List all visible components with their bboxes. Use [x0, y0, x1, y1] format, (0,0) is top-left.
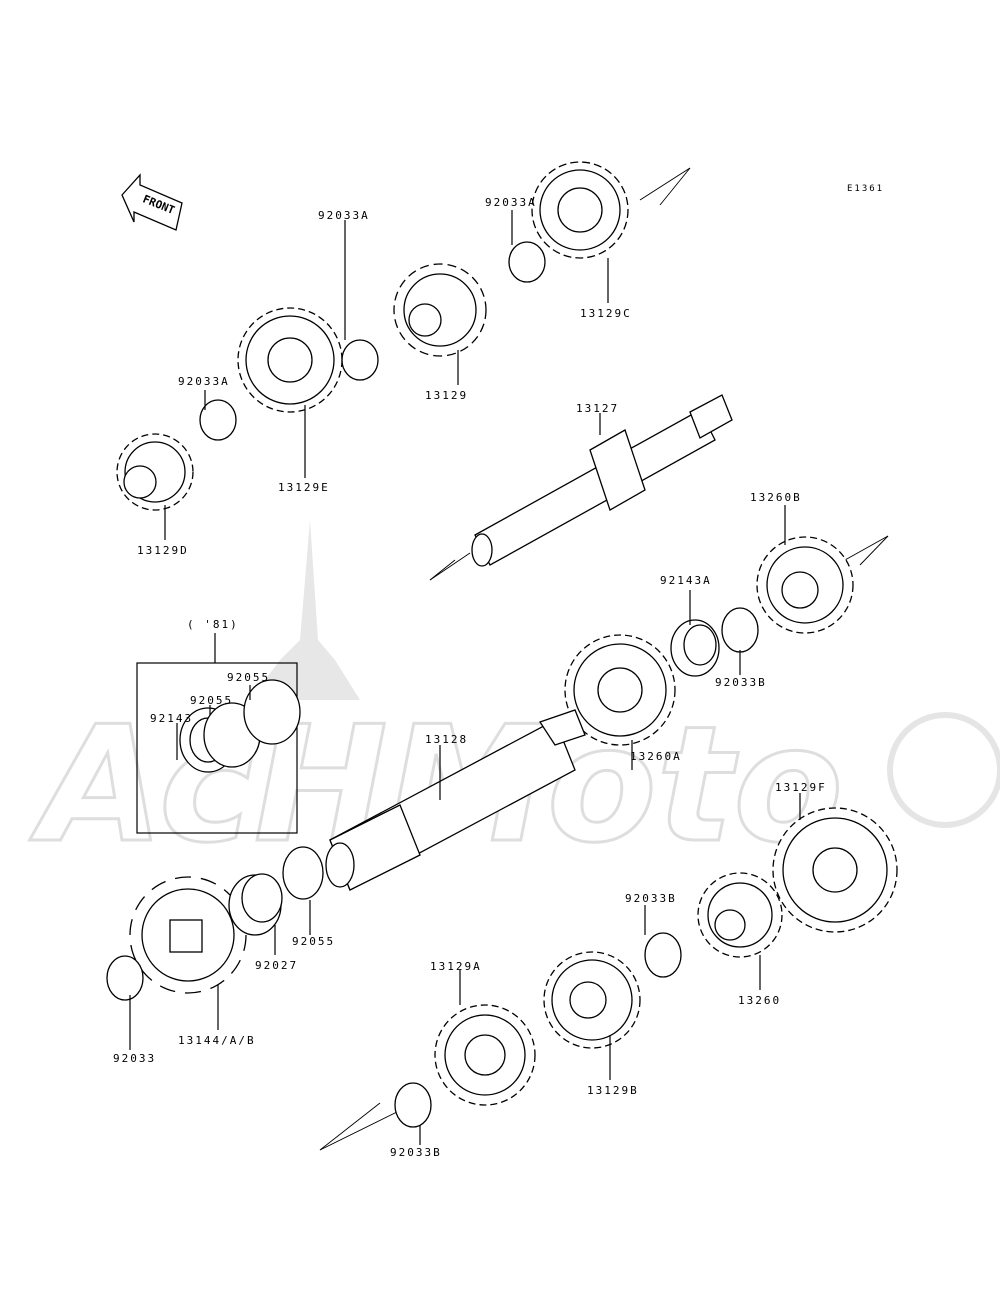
label-92143: 92143	[150, 712, 194, 725]
circlip-92033	[106, 955, 144, 1001]
label-92033: 92033	[113, 1052, 157, 1065]
circlip-92033B-lower	[394, 1082, 432, 1128]
label-13128: 13128	[425, 733, 469, 746]
gear-13129E	[237, 307, 343, 413]
gear-13260B	[756, 536, 854, 634]
bushing-92143A	[670, 619, 720, 677]
label-13260A: 13260A	[630, 750, 682, 763]
gear-13260A	[564, 634, 676, 746]
shaft-13127	[471, 394, 733, 567]
gear-13129A	[434, 1004, 536, 1106]
shaft-13128	[325, 709, 586, 891]
label-92033B-3: 92033B	[390, 1146, 442, 1159]
diagram-id: E1361	[847, 184, 885, 194]
label-92033A-1: 92033A	[485, 196, 537, 209]
model-year-box	[136, 662, 301, 834]
label-13144: 13144/A/B	[178, 1034, 256, 1047]
circlips-upper	[199, 241, 546, 441]
label-92055-2: 92055	[190, 694, 234, 707]
sprocket-13144	[129, 876, 247, 994]
label-13127: 13127	[576, 402, 620, 415]
circlip-92033B-mid	[644, 932, 682, 978]
label-13129F: 13129F	[775, 781, 827, 794]
axis-lines	[319, 167, 889, 1151]
label-92055-3: 92055	[292, 935, 336, 948]
gear-13260	[697, 872, 783, 958]
label-92033B-2: 92033B	[625, 892, 677, 905]
gear-13129F	[772, 807, 898, 933]
label-13129C: 13129C	[580, 307, 632, 320]
leader-lines	[129, 210, 801, 1145]
oring-92055-lower	[282, 846, 324, 900]
label-13129: 13129	[425, 389, 469, 402]
gear-13129D	[116, 433, 194, 511]
model-year-note: ( '81)	[187, 618, 239, 631]
collar-92027	[228, 873, 283, 936]
label-13260: 13260	[738, 994, 782, 1007]
gear-13129C	[531, 161, 629, 259]
label-13129D: 13129D	[137, 544, 189, 557]
gear-13129	[393, 263, 487, 357]
circlip-92033B-upper	[721, 607, 759, 653]
label-92143A: 92143A	[660, 574, 712, 587]
gear-13129B	[543, 951, 641, 1049]
label-92027: 92027	[255, 959, 299, 972]
label-92033A-2: 92033A	[318, 209, 370, 222]
label-92033B-1: 92033B	[715, 676, 767, 689]
label-92055-1: 92055	[227, 671, 271, 684]
label-13129B: 13129B	[587, 1084, 639, 1097]
label-13129A: 13129A	[430, 960, 482, 973]
front-arrow-icon: FRONT	[121, 173, 183, 231]
label-13260B: 13260B	[750, 491, 802, 504]
label-92033A-3: 92033A	[178, 375, 230, 388]
label-13129E: 13129E	[278, 481, 330, 494]
